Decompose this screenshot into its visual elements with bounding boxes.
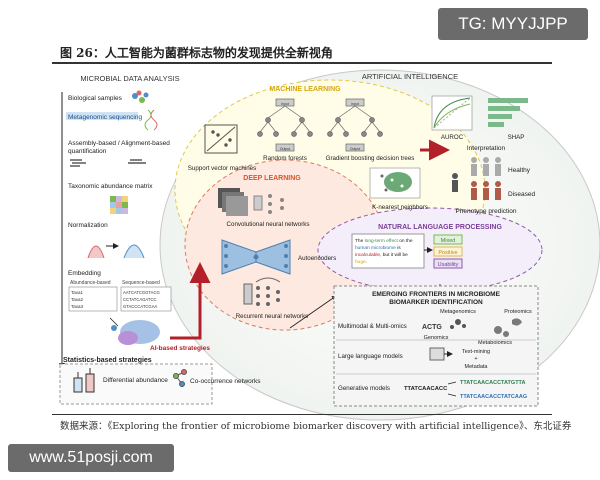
step-metagenomic-sequencing: Metagenomic sequencing (68, 114, 142, 121)
llm-metadata: Metadata (465, 364, 489, 370)
nlp-tag-positive: Positive (438, 250, 457, 256)
gbdt-output-label: Output (350, 147, 361, 151)
omics-metabolomics: Metabolomics (478, 340, 512, 346)
step-abundance-matrix: Taxonomic abundance matrix (68, 183, 153, 190)
title-rule (52, 62, 552, 64)
heatmap-icon (110, 196, 128, 214)
figure-title: 图 26：人工智能为菌群标志物的发现提供全新视角 (60, 46, 333, 60)
step-quantification: quantification (68, 148, 107, 155)
autoencoder-icon (221, 239, 291, 275)
stats-co-occurrence: Co-occurrence networks (190, 378, 261, 385)
dl-cnn: Convolutional neural networks (227, 221, 310, 228)
dna-icon (144, 109, 152, 131)
dl-rnn: Recurrent neural networks (236, 313, 309, 320)
boxplot-icon (73, 368, 95, 393)
left-header: MICROBIAL DATA ANALYSIS (80, 74, 179, 83)
emerging-multiomics: Multimodal & Multi-omics (338, 323, 407, 330)
emerging-llm: Large language models (338, 353, 403, 360)
step-biological-samples: Biological samples (68, 95, 123, 102)
emerging-title-1: EMERGING FRONTIERS IN MICROBIOME (372, 291, 501, 298)
right-header: ARTIFICIAL INTELLIGENCE (362, 72, 458, 81)
nlp-tag-usability: Usability (438, 262, 459, 268)
emerging-title-2: BIOMARKER IDENTIFICATION (389, 299, 483, 306)
step-embedding: Embedding (68, 270, 101, 277)
omics-icons: ACTG (422, 318, 522, 337)
ai-strategies-label: AI-based strategies (150, 345, 210, 352)
embedding-abundance-label: Abundance-based (70, 280, 111, 286)
auroc-label: AUROC (441, 134, 464, 141)
reads-icon (70, 159, 146, 167)
emerging-generative: Generative models (338, 385, 390, 392)
gbdt-icon (327, 98, 383, 152)
ml-knn: K-nearest neighbors (372, 204, 428, 211)
gen-output-seq-2: TTATCAACACCTATCAAG (460, 394, 527, 400)
omics-genomics: Genomics (424, 335, 449, 341)
healthy-label: Healthy (508, 167, 531, 174)
table-row: Taxa2 (71, 297, 84, 302)
auroc-plot (431, 95, 473, 131)
llm-plus: + (474, 356, 477, 362)
emerging-box (333, 285, 539, 407)
omics-proteomics: Proteomics (504, 309, 532, 315)
source-rule (52, 414, 552, 415)
nlp-sentence: The long-term effect on the human microb… (355, 238, 414, 265)
nlp-title: NATURAL LANGUAGE PROCESSING (378, 224, 502, 231)
step-normalization: Normalization (68, 222, 108, 229)
table-row: Taxa1 (71, 290, 84, 295)
abundance-table: Taxa1 Taxa2 Taxa3 (68, 286, 118, 312)
sequence-list: AATCATCGGTACG CCTATCAGATCC GTACCCATCGAA (120, 286, 172, 312)
nlp-text-box (351, 233, 425, 269)
gen-output-seq-1: TTATCAACACCTATGTTA (460, 380, 526, 386)
embedding-sequence-label: Sequence-based (122, 280, 160, 286)
ml-title: MACHINE LEARNING (269, 86, 341, 93)
svm-icon (204, 124, 238, 154)
sequence-item: CCTATCAGATCC (123, 297, 157, 302)
figure-source: 数据来源：《Exploring the frontier of microbio… (60, 421, 572, 432)
interpretation-label: Interpretation (467, 145, 506, 152)
random-forest-icon (257, 98, 313, 152)
stats-header: Statistics-based strategies (63, 357, 152, 364)
cnn-icon (218, 188, 284, 216)
ml-svm: Support vector machines (188, 165, 256, 172)
ml-random-forests: Random forests (263, 155, 307, 162)
rf-input-label: Input (281, 102, 289, 106)
ml-gbdt: Gradient boosting decision trees (326, 155, 415, 162)
omics-metagenomics: Metagenomics (440, 309, 476, 315)
distribution-icon (87, 243, 145, 259)
sequence-item: AATCATCGGTACG (123, 290, 160, 295)
gbdt-input-label: Input (351, 102, 359, 106)
rnn-icon (243, 277, 281, 306)
ai-strategy-arrow (170, 262, 211, 340)
llm-text-mining: Text-mining (462, 349, 490, 355)
shap-label: SHAP (508, 134, 525, 141)
gen-input-seq: TTATCAACACC (404, 386, 448, 392)
sequence-item: GTACCCATCGAA (123, 304, 157, 309)
dl-title: DEEP LEARNING (243, 175, 301, 182)
llm-icon (429, 347, 453, 361)
shap-bars (488, 98, 528, 127)
nlp-tag-mixed: Mixed (441, 238, 456, 244)
embedding-cluster-icon (111, 320, 160, 345)
dl-autoencoders: Autoencoders (298, 255, 336, 262)
stats-differential: Differential abundance (103, 377, 168, 384)
people-icons (452, 157, 501, 200)
phenotype-label: Phenotype prediction (455, 208, 516, 215)
bacteria-icon (132, 90, 149, 103)
rf-output-label: Output (280, 147, 291, 151)
table-row: Taxa3 (71, 304, 84, 309)
svg-text:ACTG: ACTG (422, 324, 442, 331)
diseased-label: Diseased (508, 191, 535, 198)
watermark-top: TG: MYYJJPP (438, 8, 588, 40)
knn-icon (369, 167, 421, 199)
step-assembly: Assembly-based / Alignment-based (68, 140, 170, 147)
network-icon (173, 369, 187, 387)
watermark-bottom: www.51posji.com (8, 444, 174, 472)
